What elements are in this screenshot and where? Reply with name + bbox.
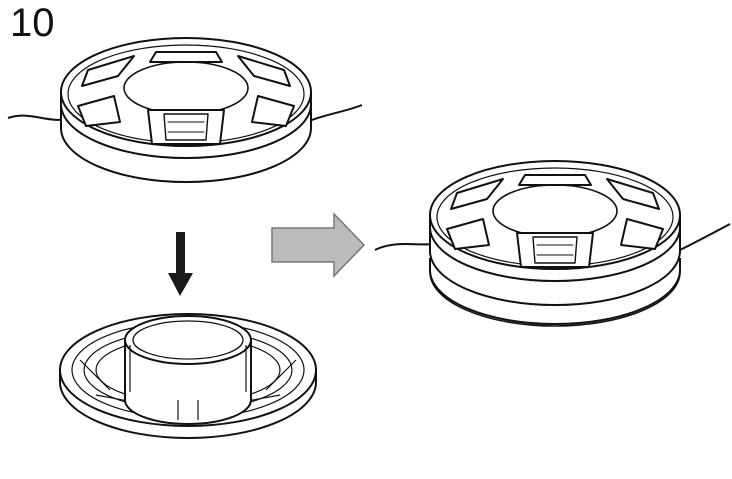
spool-assembled xyxy=(374,160,731,327)
right-arrow-icon xyxy=(271,212,366,278)
spool-top-left xyxy=(7,37,363,183)
step-number: 10 xyxy=(10,1,55,45)
base-reel xyxy=(59,313,317,439)
down-arrow-icon xyxy=(168,232,193,296)
